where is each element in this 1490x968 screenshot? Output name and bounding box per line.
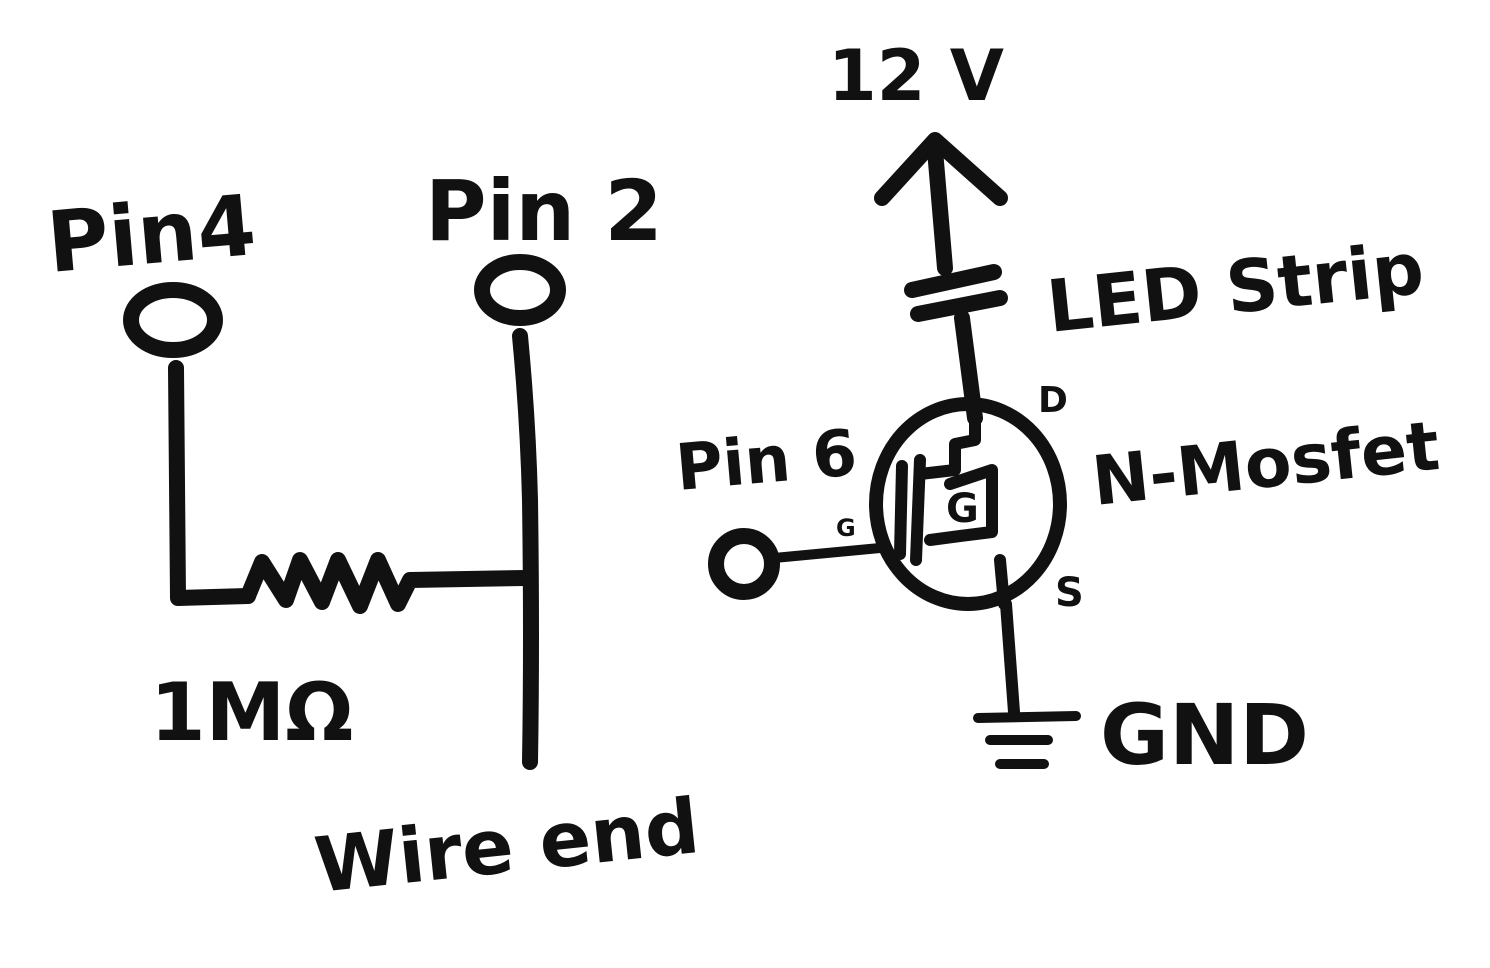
mosfet-inner-path [924, 464, 998, 546]
pin4-label: Pin4 [43, 176, 259, 292]
pin6-terminal [708, 528, 780, 600]
wire-end-label: Wire end [311, 781, 704, 910]
mosfet-source-lead [994, 554, 1010, 610]
mosfet-gate-letter: G [946, 486, 979, 532]
pin2-terminal [474, 254, 566, 326]
supply-label: 12 V [828, 35, 1004, 117]
source-to-ground-wire [1000, 598, 1020, 718]
pin2-label: Pin 2 [425, 162, 663, 260]
resistor-symbol [240, 552, 533, 614]
mosfet-label: N-Mosfet [1089, 407, 1444, 522]
ground-line-1 [973, 711, 1081, 723]
mosfet-gate-plate [894, 460, 908, 560]
pin2-wire [512, 328, 539, 770]
led-strip-label: LED Strip [1043, 226, 1428, 349]
supply-arrow-icon [874, 132, 1008, 206]
pin6-label: Pin 6 [673, 416, 860, 506]
source-label: S [1055, 570, 1084, 616]
resistor-value-label: 1MΩ [150, 666, 353, 759]
led-strip-symbol [904, 264, 1008, 322]
ground-label: GND [1100, 686, 1309, 784]
mosfet-drain-lead [914, 412, 981, 480]
gate-wire [769, 543, 885, 563]
gate-label: G [836, 514, 856, 542]
pin4-terminal [123, 282, 223, 358]
mosfet-body [869, 397, 1067, 611]
mosfet-channel [910, 454, 926, 566]
drain-label: D [1038, 380, 1068, 421]
supply-wire [927, 142, 953, 276]
pin4-wire [168, 360, 256, 606]
